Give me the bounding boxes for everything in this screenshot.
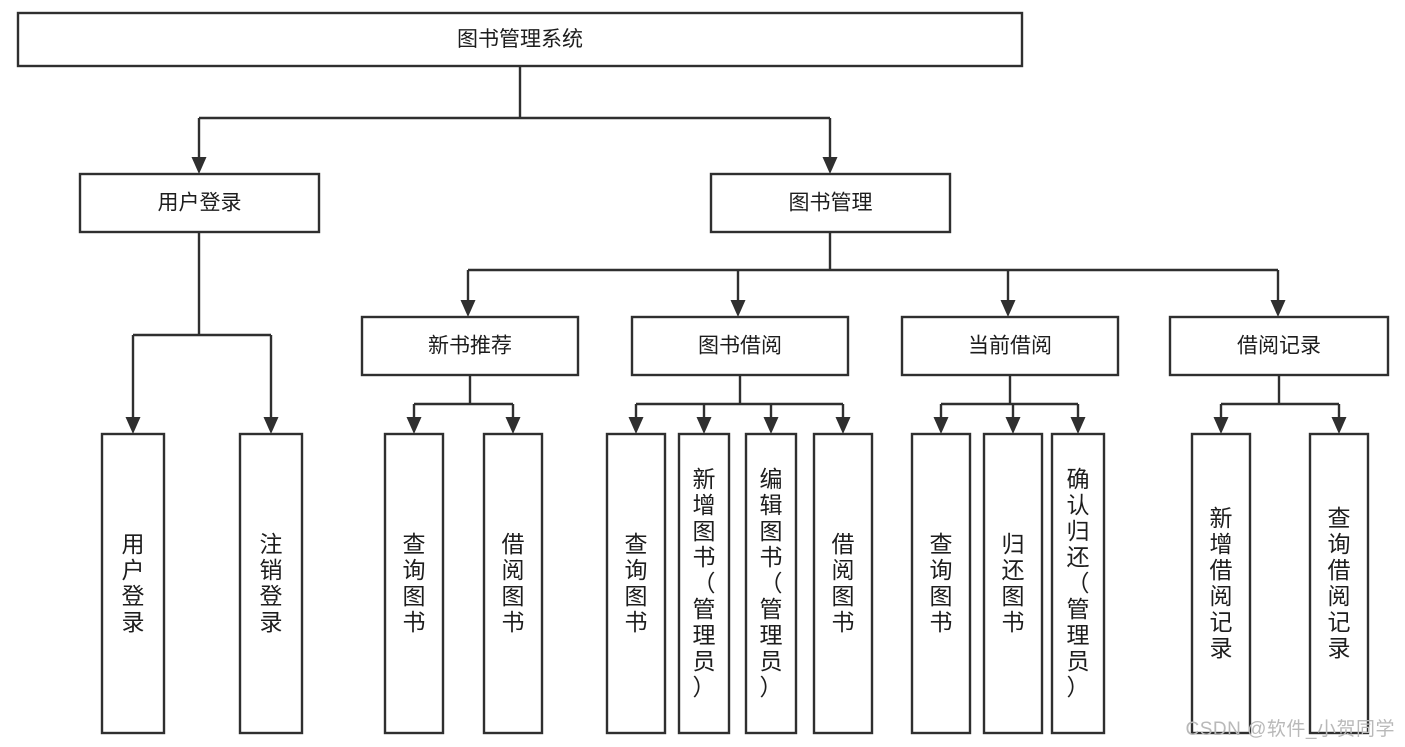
- connector-userlogin-to-leaves: [125, 232, 279, 434]
- node-box-leaf-edit-book-admin: [744, 432, 798, 735]
- node-current-borrow[interactable]: 当前借阅: [900, 315, 1120, 377]
- node-box-user-login: [78, 172, 321, 234]
- arrow-head-icon: [263, 417, 279, 434]
- node-leaf-user-logout[interactable]: 注销登录: [238, 432, 304, 735]
- connector-bookborrow-to-leaves: [628, 375, 851, 434]
- arrow-head-icon: [1070, 417, 1086, 434]
- arrow-head-icon: [191, 157, 207, 174]
- node-label-book-borrow: 图书借阅: [698, 335, 782, 358]
- node-leaf-confirm-return-admin[interactable]: 确认归还（管理员）: [1050, 432, 1106, 735]
- node-borrow-record[interactable]: 借阅记录: [1168, 315, 1390, 377]
- connector-bookmanage-to-level3: [460, 232, 1286, 317]
- node-label-book-manage: 图书管理: [789, 192, 873, 215]
- arrow-head-icon: [505, 417, 521, 434]
- arrow-head-icon: [628, 417, 644, 434]
- node-box-leaf-query-book-rec: [383, 432, 445, 735]
- node-book-borrow[interactable]: 图书借阅: [630, 315, 850, 377]
- node-box-book-manage: [709, 172, 952, 234]
- node-box-leaf-borrow-book-rec: [482, 432, 544, 735]
- node-label-leaf-add-borrow-record: 新增借阅记录: [1210, 505, 1233, 661]
- arrow-head-icon: [1331, 417, 1347, 434]
- node-leaf-query-book-rec[interactable]: 查询图书: [383, 432, 445, 735]
- node-box-leaf-add-borrow-record: [1190, 432, 1252, 735]
- node-book-manage[interactable]: 图书管理: [709, 172, 952, 234]
- connector-root-to-level2: [191, 66, 838, 174]
- arrow-head-icon: [835, 417, 851, 434]
- node-label-new-book-rec: 新书推荐: [428, 335, 512, 358]
- arrow-head-icon: [730, 300, 746, 317]
- node-label-leaf-user-login: 用户登录: [122, 531, 145, 635]
- node-layer: 图书管理系统用户登录图书管理新书推荐图书借阅当前借阅借阅记录用户登录注销登录查询…: [16, 11, 1390, 735]
- node-label-leaf-query-book-current: 查询图书: [930, 531, 953, 635]
- node-box-new-book-rec: [360, 315, 580, 377]
- node-box-leaf-user-logout: [238, 432, 304, 735]
- node-box-leaf-confirm-return-admin: [1050, 432, 1106, 735]
- node-label-root: 图书管理系统: [457, 28, 583, 51]
- node-leaf-query-book-borrow[interactable]: 查询图书: [605, 432, 667, 735]
- node-leaf-add-borrow-record[interactable]: 新增借阅记录: [1190, 432, 1252, 735]
- arrow-head-icon: [406, 417, 422, 434]
- node-label-leaf-query-book-rec: 查询图书: [403, 531, 426, 635]
- node-box-leaf-borrow-book: [812, 432, 874, 735]
- node-box-root: [16, 11, 1024, 68]
- node-leaf-user-login[interactable]: 用户登录: [100, 432, 166, 735]
- node-label-leaf-borrow-book-rec: 借阅图书: [502, 531, 525, 635]
- node-box-leaf-return-book: [982, 432, 1044, 735]
- connector-currentborrow-to-leaves: [933, 375, 1086, 434]
- node-label-borrow-record: 借阅记录: [1237, 335, 1321, 358]
- connector-layer: [125, 66, 1347, 434]
- arrow-head-icon: [696, 417, 712, 434]
- arrow-head-icon: [460, 300, 476, 317]
- node-label-leaf-user-logout: 注销登录: [260, 531, 283, 635]
- arrow-head-icon: [125, 417, 141, 434]
- arrow-head-icon: [763, 417, 779, 434]
- node-label-leaf-edit-book-admin: 编辑图书（管理员）: [760, 466, 783, 700]
- node-label-user-login: 用户登录: [158, 192, 242, 215]
- node-user-login[interactable]: 用户登录: [78, 172, 321, 234]
- node-label-leaf-query-borrow-record: 查询借阅记录: [1328, 505, 1351, 661]
- node-leaf-borrow-book[interactable]: 借阅图书: [812, 432, 874, 735]
- node-label-leaf-add-book-admin: 新增图书（管理员）: [693, 466, 716, 700]
- node-leaf-edit-book-admin[interactable]: 编辑图书（管理员）: [744, 432, 798, 735]
- node-box-leaf-query-borrow-record: [1308, 432, 1370, 735]
- node-leaf-return-book[interactable]: 归还图书: [982, 432, 1044, 735]
- arrow-head-icon: [1270, 300, 1286, 317]
- connector-borrowrecord-to-leaves: [1213, 375, 1347, 434]
- node-root[interactable]: 图书管理系统: [16, 11, 1024, 68]
- node-leaf-add-book-admin[interactable]: 新增图书（管理员）: [677, 432, 731, 735]
- csdn-watermark: CSDN @软件_小贺同学: [1185, 719, 1395, 740]
- arrow-head-icon: [1005, 417, 1021, 434]
- arrow-head-icon: [822, 157, 838, 174]
- node-box-book-borrow: [630, 315, 850, 377]
- node-label-leaf-borrow-book: 借阅图书: [832, 531, 855, 635]
- node-label-leaf-return-book: 归还图书: [1002, 531, 1025, 635]
- node-box-leaf-user-login: [100, 432, 166, 735]
- node-box-current-borrow: [900, 315, 1120, 377]
- node-leaf-query-book-current[interactable]: 查询图书: [910, 432, 972, 735]
- node-box-leaf-query-book-current: [910, 432, 972, 735]
- node-label-current-borrow: 当前借阅: [968, 335, 1052, 358]
- node-leaf-query-borrow-record[interactable]: 查询借阅记录: [1308, 432, 1370, 735]
- node-box-borrow-record: [1168, 315, 1390, 377]
- node-new-book-rec[interactable]: 新书推荐: [360, 315, 580, 377]
- connector-newbookrec-to-leaves: [406, 375, 521, 434]
- arrow-head-icon: [933, 417, 949, 434]
- arrow-head-icon: [1000, 300, 1016, 317]
- node-leaf-borrow-book-rec[interactable]: 借阅图书: [482, 432, 544, 735]
- node-label-leaf-confirm-return-admin: 确认归还（管理员）: [1067, 466, 1090, 700]
- node-box-leaf-query-book-borrow: [605, 432, 667, 735]
- node-box-leaf-add-book-admin: [677, 432, 731, 735]
- node-label-leaf-query-book-borrow: 查询图书: [625, 531, 648, 635]
- arrow-head-icon: [1213, 417, 1229, 434]
